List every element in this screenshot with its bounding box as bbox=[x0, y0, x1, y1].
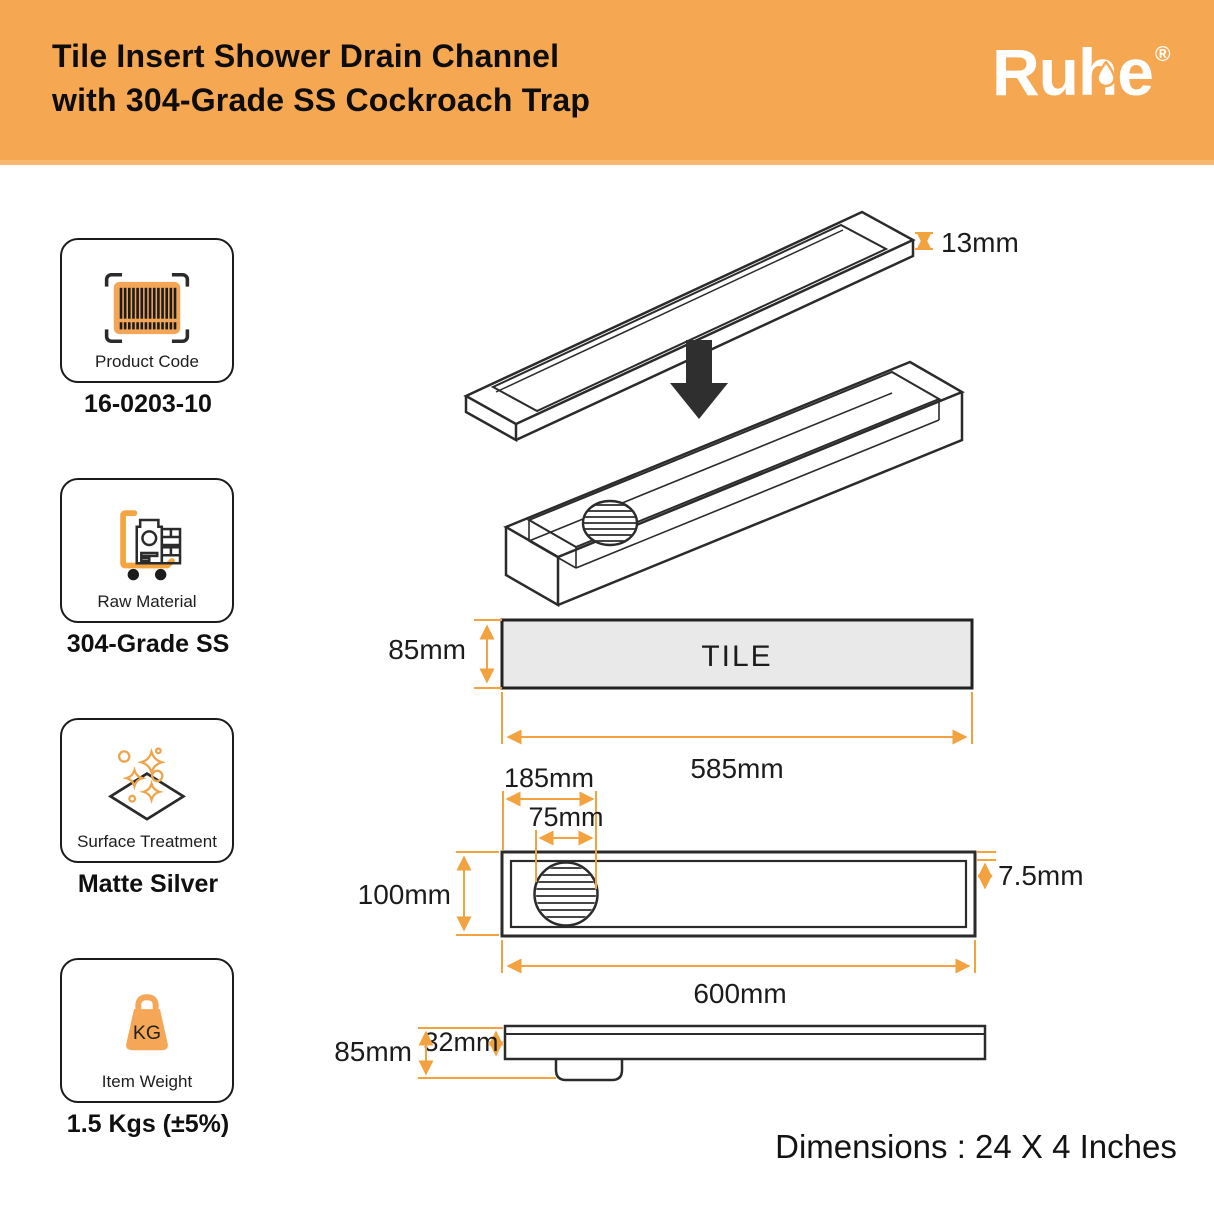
tile-label: TILE bbox=[701, 640, 772, 673]
card-label: Raw Material bbox=[97, 592, 197, 611]
card-label: Surface Treatment bbox=[77, 832, 217, 851]
surface-treatment-value: Matte Silver bbox=[77, 870, 219, 898]
header-banner: Tile Insert Shower Drain Channel with 30… bbox=[0, 0, 1214, 165]
raw-material-card: Raw Material bbox=[60, 478, 234, 623]
overall-dimensions-text: Dimensions : 24 X 4 Inches bbox=[775, 1128, 1177, 1165]
product-code-card: Product Code bbox=[60, 238, 234, 383]
weight-icon: KG bbox=[126, 994, 168, 1051]
drain-hole-top-view bbox=[533, 861, 599, 927]
card-label: Product Code bbox=[95, 352, 199, 371]
water-drop-icon bbox=[1096, 61, 1116, 88]
side-view-drawing: 32mm 85mm bbox=[334, 1024, 987, 1082]
dimension-label: 13mm bbox=[941, 227, 1019, 258]
raw-material-value: 304-Grade SS bbox=[66, 630, 230, 658]
dimension-label: 100mm bbox=[358, 879, 451, 910]
sparkle-diamond-icon bbox=[107, 747, 187, 821]
drain-channel-body bbox=[503, 360, 965, 608]
card-label: Item Weight bbox=[101, 1072, 193, 1091]
brand-name: Ruhe bbox=[992, 35, 1154, 109]
insert-thickness-dimension: 13mm bbox=[915, 227, 1019, 258]
top-view-drawing: 185mm 75mm 100mm 7.5mm 600mm bbox=[358, 763, 1084, 1009]
dimension-label: 85mm bbox=[334, 1036, 412, 1067]
tile-insert-tray bbox=[463, 210, 916, 443]
registered-trademark-icon: ® bbox=[1155, 43, 1171, 66]
dimension-label: 185mm bbox=[504, 763, 594, 793]
dimension-label: 600mm bbox=[693, 978, 786, 1009]
product-title: Tile Insert Shower Drain Channel with 30… bbox=[52, 34, 590, 122]
product-title-line2: with 304-Grade SS Cockroach Trap bbox=[52, 82, 591, 118]
tile-cross-section: TILE 85mm 585mm bbox=[388, 618, 974, 784]
item-weight-card: KG Item Weight bbox=[60, 958, 234, 1103]
exploded-view: 13mm bbox=[463, 210, 1019, 608]
drain-outlet bbox=[554, 1059, 624, 1082]
trolley-icon bbox=[120, 510, 182, 581]
kg-label: KG bbox=[133, 1022, 161, 1044]
dimension-label: 585mm bbox=[690, 753, 783, 784]
product-title-line1: Tile Insert Shower Drain Channel bbox=[52, 38, 560, 74]
item-weight-value: 1.5 Kgs (±5%) bbox=[66, 1110, 230, 1138]
dimension-label: 7.5mm bbox=[998, 860, 1084, 891]
dimension-label: 85mm bbox=[388, 634, 466, 665]
barcode-icon bbox=[104, 272, 190, 344]
down-arrow-icon bbox=[670, 340, 728, 419]
dimension-label: 75mm bbox=[528, 802, 603, 832]
dimension-label: 32mm bbox=[423, 1027, 498, 1057]
surface-treatment-card: Surface Treatment bbox=[60, 718, 234, 863]
brand-logo: Ruhe® bbox=[992, 34, 1202, 134]
product-code-value: 16-0203-10 bbox=[84, 390, 212, 418]
